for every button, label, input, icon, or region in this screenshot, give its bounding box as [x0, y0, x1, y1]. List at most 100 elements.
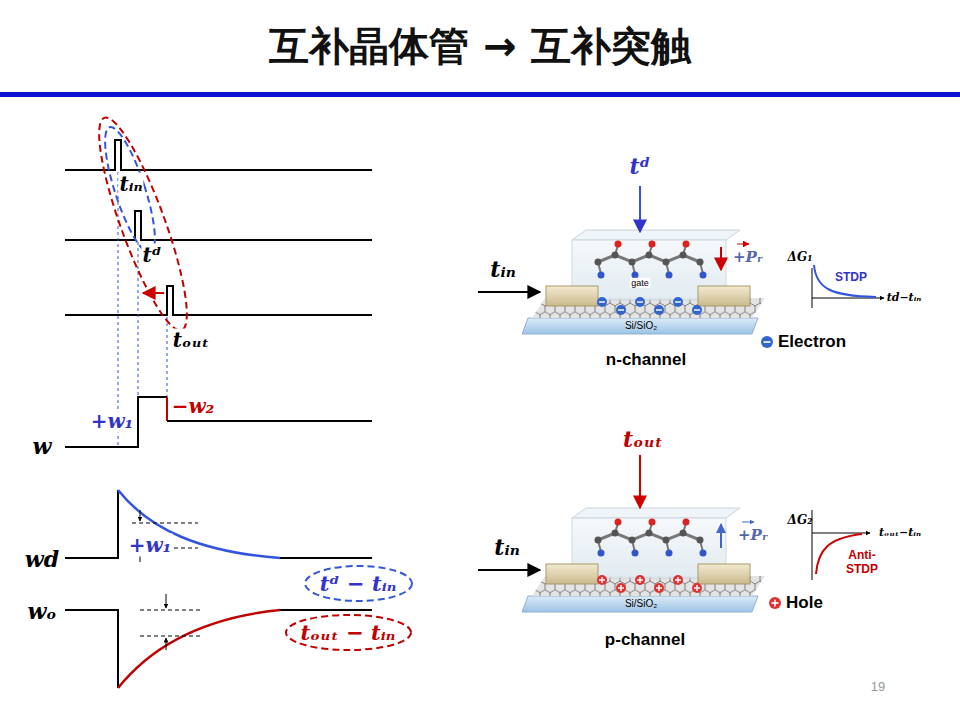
legend-text: Electron [778, 332, 846, 352]
atom [598, 550, 605, 557]
hole-symbol [616, 583, 626, 593]
spike-trains [65, 140, 372, 315]
electron-symbol [764, 341, 771, 343]
pairing-ellipse [84, 110, 203, 337]
weight-trace [65, 490, 118, 558]
label-text: 19 [871, 680, 885, 695]
atom [612, 530, 619, 537]
substrate [522, 318, 758, 334]
atom [595, 259, 602, 266]
label-text: −w₂ [171, 395, 216, 418]
electron-symbol [761, 336, 773, 348]
polarization-arrow [720, 524, 722, 548]
label-text: n-channel [606, 350, 686, 370]
atom [697, 537, 704, 544]
weight-trace [280, 609, 372, 611]
input-arrow [639, 186, 641, 232]
hole-symbol [635, 575, 645, 585]
polarization-arrow [720, 247, 722, 270]
label-text: Si/SiO₂ [625, 598, 657, 610]
atom [598, 272, 605, 279]
label-text: gate [630, 278, 650, 288]
label-text: +w₁ [90, 410, 135, 433]
spike-trains [65, 286, 372, 315]
label-text: tᵈ [629, 154, 650, 179]
charge-sign [618, 309, 624, 310]
time-guides [138, 242, 139, 397]
drain-electrode [698, 564, 750, 584]
slide-title: 互补晶体管 → 互补突触 [269, 19, 690, 74]
label-text: +w₁ [128, 534, 173, 557]
charge-sign [656, 309, 662, 310]
charge-sign [601, 577, 602, 583]
weight-trace [167, 420, 372, 422]
decay-curve [118, 490, 280, 558]
input-arrow [639, 455, 641, 508]
atom [700, 550, 707, 557]
label-text: wₒ [26, 599, 57, 624]
charge-sign [694, 309, 700, 310]
charge-sign [658, 585, 659, 591]
interval-label: tₒᵤₜ − tᵢₙ [301, 620, 396, 645]
electron-symbol [692, 305, 702, 315]
legend-text: Hole [786, 593, 823, 613]
substrate [522, 596, 758, 612]
atom [646, 252, 653, 259]
weight-trace [65, 610, 118, 688]
vector-mark [737, 244, 749, 245]
amplitude-marks [140, 594, 200, 650]
drain-electrode [698, 286, 750, 306]
dashed-ellipse: tᵈ − tᵢₙ [303, 564, 414, 603]
atom [666, 550, 673, 557]
weight-trace [166, 397, 168, 421]
charge-sign [677, 577, 678, 583]
interval-label: tᵈ − tᵢₙ [320, 571, 397, 596]
time-guides [118, 172, 167, 445]
source-electrode [546, 564, 598, 584]
label-text: tₒᵤₜ [172, 329, 210, 352]
n-channel-device [522, 230, 765, 334]
charge-sign [639, 577, 640, 583]
label-text: +Pᵣ [733, 249, 763, 266]
p-channel-device [522, 508, 765, 612]
amplitude-marks [166, 594, 167, 608]
label-text: tᵈ [141, 244, 162, 267]
atom [663, 259, 670, 266]
input-arrow [478, 291, 540, 293]
rise-curve [118, 610, 280, 688]
source-electrode [546, 286, 598, 306]
ellipse-outline [286, 615, 411, 650]
label-text: p-channel [605, 630, 685, 650]
hole-symbol [769, 597, 781, 609]
atom [683, 519, 690, 526]
label-text: STDP [835, 271, 867, 285]
atom [595, 537, 602, 544]
amplitude-marks [140, 610, 200, 611]
amplitude-marks [166, 638, 167, 650]
label-text: tᵢₙ [490, 257, 516, 282]
inset-axes [812, 268, 884, 580]
atom [649, 519, 656, 526]
atom [666, 272, 673, 279]
atom [683, 241, 690, 248]
atom [663, 537, 670, 544]
atom [680, 530, 687, 537]
label-text: +Pᵣ [738, 527, 768, 544]
hole-symbol [673, 575, 683, 585]
spike-trains [65, 140, 372, 170]
atom [612, 252, 619, 259]
dielectric-top [572, 508, 740, 518]
atom [697, 259, 704, 266]
atom [646, 530, 653, 537]
hole-symbol [769, 597, 781, 609]
atom [649, 241, 656, 248]
amplitude-marks [132, 523, 198, 524]
inset-axes [812, 268, 813, 308]
hole-symbol [774, 600, 776, 607]
label-text: wd [24, 547, 60, 572]
label-text: td−tᵢₙ [887, 292, 922, 305]
atom [680, 252, 687, 259]
charge-sign [599, 301, 605, 302]
title-rule [0, 92, 960, 97]
